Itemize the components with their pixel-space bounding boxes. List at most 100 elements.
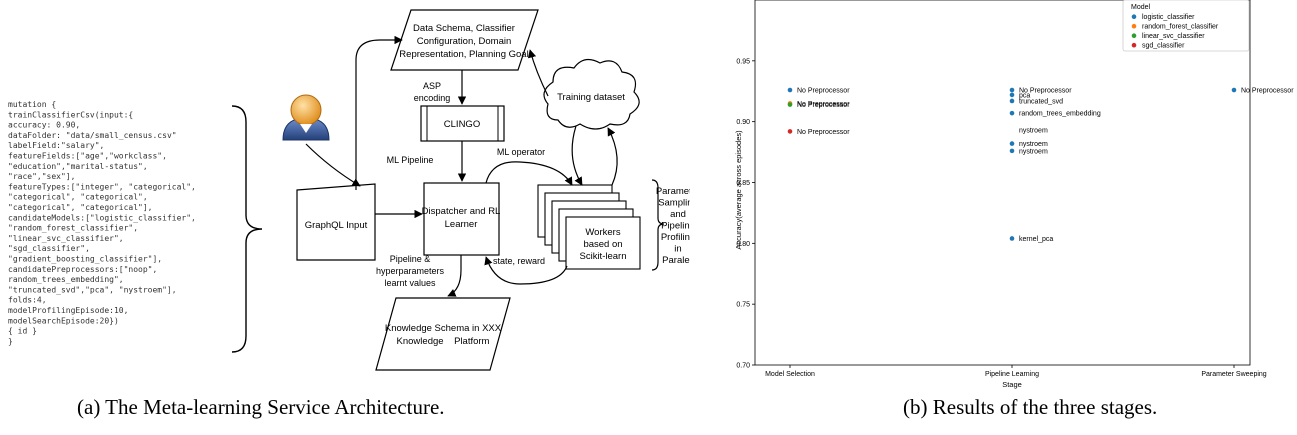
arrow-state-reward xyxy=(484,256,568,285)
schema-node-line-2: Configuration, Domain xyxy=(417,36,512,47)
y-axis-label: Accuracy(average across episodes) xyxy=(734,130,743,250)
code-line: "random_forest_classifier", xyxy=(8,224,138,233)
data-label: No Preprocessor xyxy=(797,102,850,109)
data-label: No Preprocessor xyxy=(1019,88,1072,95)
data-point xyxy=(1231,87,1237,93)
code-line: labelField:"salary", xyxy=(8,141,104,150)
legend-title: Model xyxy=(1131,4,1151,11)
code-line: { id } xyxy=(8,327,37,336)
code-line: "linear_svc_classifier", xyxy=(8,234,124,243)
training-dataset-label: Training dataset xyxy=(557,92,625,103)
arrow-dispatcher-to-knowledge xyxy=(447,255,462,297)
knowledge-node xyxy=(375,297,511,371)
legend: Model logistic_classifier random_forest_c… xyxy=(1122,0,1250,52)
user-icon xyxy=(282,94,330,141)
y-axis: 0.70 0.75 0.80 0.85 0.90 0.95 xyxy=(736,58,755,370)
parameter-note-line: and xyxy=(670,209,686,220)
data-label: No Preprocessor xyxy=(797,129,850,136)
arrow-training-to-schema xyxy=(527,49,549,97)
graphql-code-block: mutation { trainClassifierCsv(input:{ ac… xyxy=(8,100,196,346)
workers-label-1: Workers xyxy=(585,227,620,238)
data-point xyxy=(1009,87,1015,93)
legend-marker xyxy=(1131,14,1137,19)
x-tick-label: Model Selection xyxy=(765,371,815,378)
clingo-label: CLINGO xyxy=(444,119,480,130)
architecture-diagram: mutation { trainClassifierCsv(input:{ ac… xyxy=(8,9,690,371)
asp-label-2: encoding xyxy=(414,93,451,103)
knowledge-label-1: Knowledge Schema in XXX xyxy=(385,323,502,334)
code-line: } xyxy=(8,337,13,346)
code-line: "truncated_svd","pca", "nystroem"], xyxy=(8,285,177,294)
schema-node-line-3: Representation, Planning Goal xyxy=(399,49,528,60)
results-scatter-chart: 0.70 0.75 0.80 0.85 0.90 0.95 Model Selection… xyxy=(734,0,1294,389)
schema-node xyxy=(390,9,539,71)
pipeline-values-label-1: Pipeline & xyxy=(390,254,431,264)
data-label: nystroem xyxy=(1019,128,1048,135)
code-line: candidatePreprocessors:["noop", xyxy=(8,265,157,274)
code-line: dataFolder: "data/small_census.csv" xyxy=(8,131,177,140)
legend-entry: sgd_classifier xyxy=(1142,43,1185,50)
data-label: nystroem xyxy=(1019,141,1048,148)
data-label: random_trees_embedding xyxy=(1019,111,1101,118)
data-point xyxy=(1009,98,1015,104)
data-label: pca xyxy=(1019,92,1030,99)
arrow-training-to-workers xyxy=(571,125,583,186)
code-line: modelSearchEpisode:20}) xyxy=(8,316,119,325)
pipeline-values-label-3: learnt values xyxy=(384,278,436,288)
code-line: accuracy: 0.90, xyxy=(8,121,80,130)
graphql-label: GraphQL Input xyxy=(305,220,368,231)
data-point xyxy=(1009,110,1015,116)
code-line: folds:4, xyxy=(8,296,47,305)
dispatcher-label-2: Learner xyxy=(445,219,478,230)
parameter-note-line: Profiling xyxy=(661,232,690,243)
code-line: mutation { xyxy=(8,100,56,109)
code-line: random_trees_embedding", xyxy=(8,275,124,284)
parameter-note-line: in xyxy=(674,244,681,255)
arrow-ml-operator xyxy=(485,161,573,186)
graphql-node xyxy=(296,183,376,261)
data-label: No Preprocessor xyxy=(797,101,850,108)
legend-entry: logistic_classifier xyxy=(1142,14,1195,21)
pipeline-values-label-2: hyperparameters xyxy=(376,266,445,276)
code-line: "categorical", "categorical", xyxy=(8,193,148,202)
workers-brace xyxy=(651,179,665,271)
data-point xyxy=(787,87,793,93)
data-point xyxy=(787,129,793,134)
code-line: modelProfilingEpisode:10, xyxy=(8,306,128,315)
y-tick-label: 0.75 xyxy=(736,302,750,309)
schema-node-line-1: Data Schema, Classifier xyxy=(413,23,515,34)
data-label: truncated_svd xyxy=(1019,98,1063,105)
data-label: No Preprocessor xyxy=(797,88,850,95)
legend-marker xyxy=(1131,23,1137,29)
code-line: "sgd_classifier", xyxy=(8,244,90,253)
asp-label-1: ASP xyxy=(423,81,441,91)
code-line: "race","sex"], xyxy=(8,172,75,181)
y-tick-label: 0.95 xyxy=(736,58,750,65)
knowledge-label-2: Knowledge Platform xyxy=(397,336,490,347)
workers-stack xyxy=(537,184,641,270)
code-line: trainClassifierCsv(input:{ xyxy=(8,110,133,119)
arrow-user-to-graphql xyxy=(305,143,361,187)
training-dataset-node xyxy=(543,58,640,130)
code-line: featureFields:["age","workclass", xyxy=(8,152,167,161)
code-line: "education","marital-status", xyxy=(8,162,148,171)
y-tick-label: 0.70 xyxy=(736,363,750,370)
workers-label-3: Scikit-learn xyxy=(580,251,627,262)
x-axis-label: Stage xyxy=(1002,380,1022,389)
clingo-node xyxy=(420,105,505,142)
legend-marker xyxy=(1131,33,1137,38)
data-label: nystroem xyxy=(1019,148,1048,155)
code-line: "categorical", "categorical"], xyxy=(8,203,153,212)
data-points: No Preprocessor No Preprocessor No Preproc… xyxy=(787,87,1294,243)
caption-b: (b) Results of the three stages. xyxy=(903,395,1158,419)
y-tick-label: 0.90 xyxy=(736,119,750,126)
data-point xyxy=(1009,236,1015,241)
dispatcher-label-1: Dispatcher and RL xyxy=(422,206,501,217)
y-tick-label: 0.85 xyxy=(736,180,750,187)
ml-operator-label: ML operator xyxy=(497,147,545,157)
y-tick-label: 0.80 xyxy=(736,241,750,248)
ml-pipeline-label: ML Pipeline xyxy=(387,155,434,165)
data-label: No Preprocessor xyxy=(1241,88,1294,95)
legend-entry: random_forest_classifier xyxy=(1142,24,1219,31)
x-tick-label: Parameter Sweeping xyxy=(1201,371,1266,378)
